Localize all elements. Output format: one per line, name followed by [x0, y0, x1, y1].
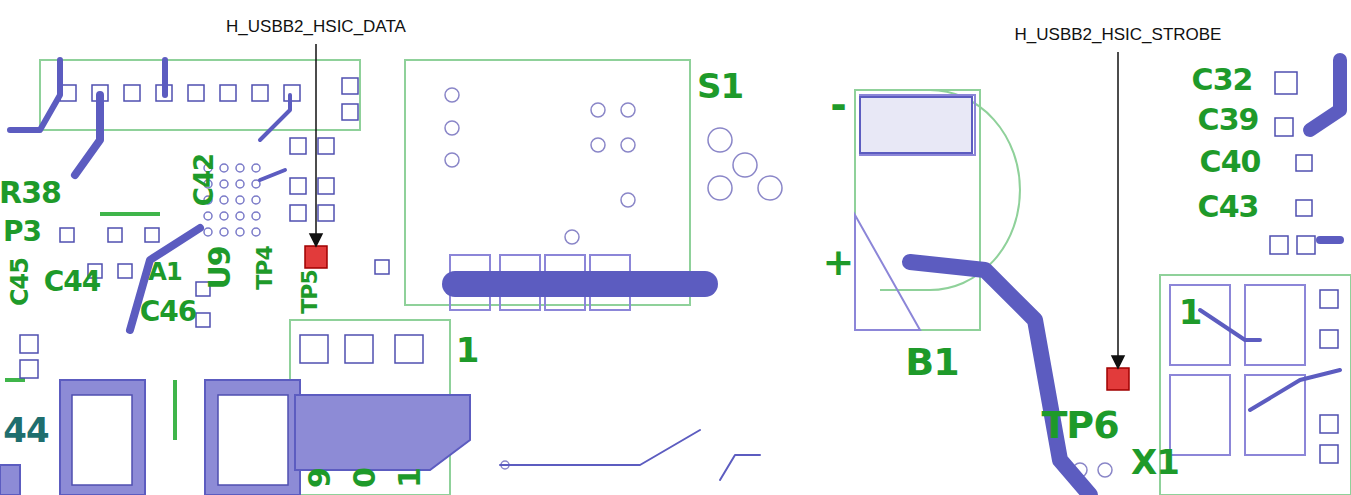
silkscreen-label: + — [823, 243, 854, 281]
signal-name: H_USBB2_HSIC_DATA — [223, 17, 409, 36]
silkscreen-label: C45 — [8, 258, 32, 306]
silkscreen-label: A1 — [148, 260, 181, 284]
silkscreen-label: C44 — [44, 268, 101, 296]
silkscreen-label: 1 — [456, 333, 479, 367]
signal-name: H_USBB2_HSIC_STROBE — [1012, 25, 1225, 44]
silkscreen-label: C43 — [1198, 192, 1259, 222]
silkscreen-label: C39 — [1198, 105, 1259, 135]
silkscreen-label: C32 — [1192, 65, 1253, 95]
silkscreen-label: TP5 — [299, 270, 321, 313]
silkscreen-label: R38 — [0, 178, 61, 208]
silkscreen-label: - — [830, 85, 846, 125]
silkscreen-label: C40 — [1200, 147, 1261, 177]
silkscreen-label: P3 — [3, 218, 41, 246]
silkscreen-label: C46 — [140, 298, 197, 326]
silkscreen-label: 1 — [1179, 295, 1202, 329]
silkscreen-label: 0 — [350, 468, 380, 488]
silkscreen-label: U9 — [205, 246, 235, 289]
silkscreen-label: 1 — [395, 468, 425, 488]
silkscreen-label: S1 — [697, 69, 743, 103]
silkscreen-label: B1 — [905, 343, 958, 381]
silkscreen-label: C42 — [191, 154, 217, 206]
silkscreen-label: TP4 — [254, 246, 276, 289]
silkscreen-label: 44 — [3, 413, 48, 447]
silkscreen-label: TP6 — [1041, 406, 1118, 444]
silkscreen-label: X1 — [1131, 445, 1179, 479]
silkscreen-label: 9 — [305, 468, 335, 488]
